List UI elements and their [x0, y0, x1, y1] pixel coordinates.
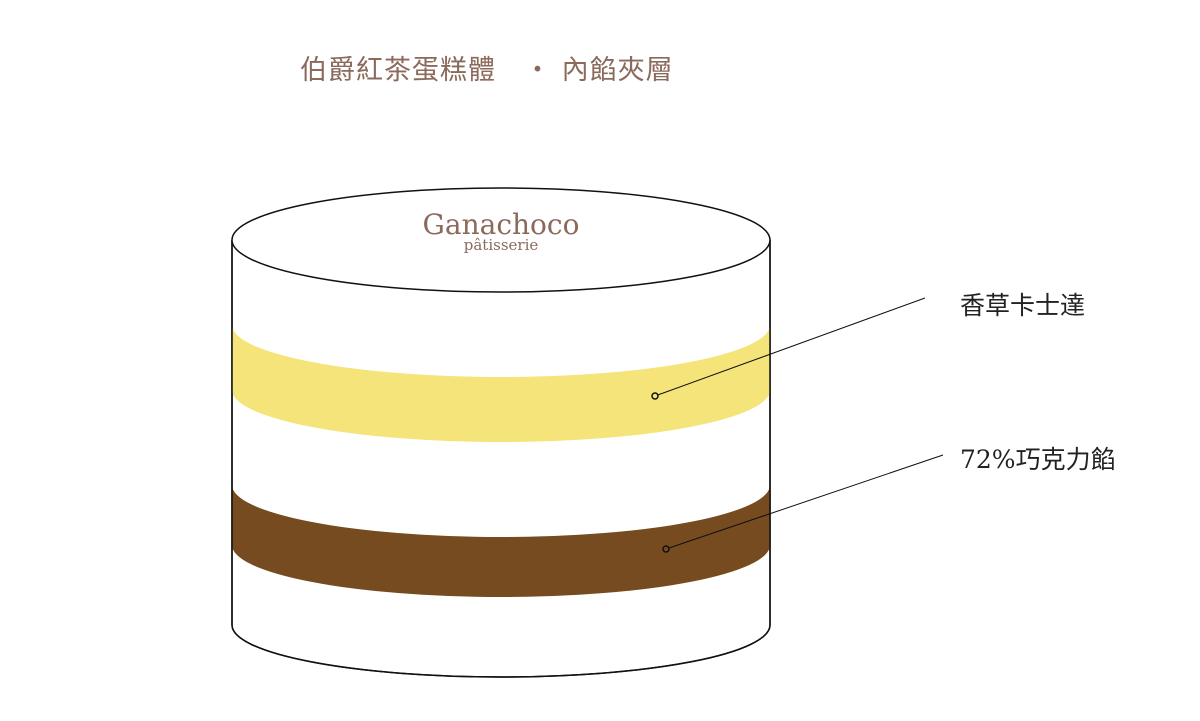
chocolate-leader-line — [665, 454, 944, 550]
cake-top — [231, 187, 771, 293]
brand-logo: Ganachoco — [422, 208, 580, 241]
chocolate-label: 72%巧克力餡 — [960, 445, 1116, 474]
cake-body — [231, 240, 771, 678]
custard-layer — [232, 325, 770, 442]
custard-label: 香草卡士達 — [960, 291, 1086, 320]
chocolate-layer — [232, 485, 770, 597]
diagram-title: 伯爵紅茶蛋糕體 ・ 內餡夾層 — [300, 55, 674, 86]
custard-leader-line — [654, 297, 926, 397]
brand-subtitle: pâtisserie — [463, 236, 539, 254]
